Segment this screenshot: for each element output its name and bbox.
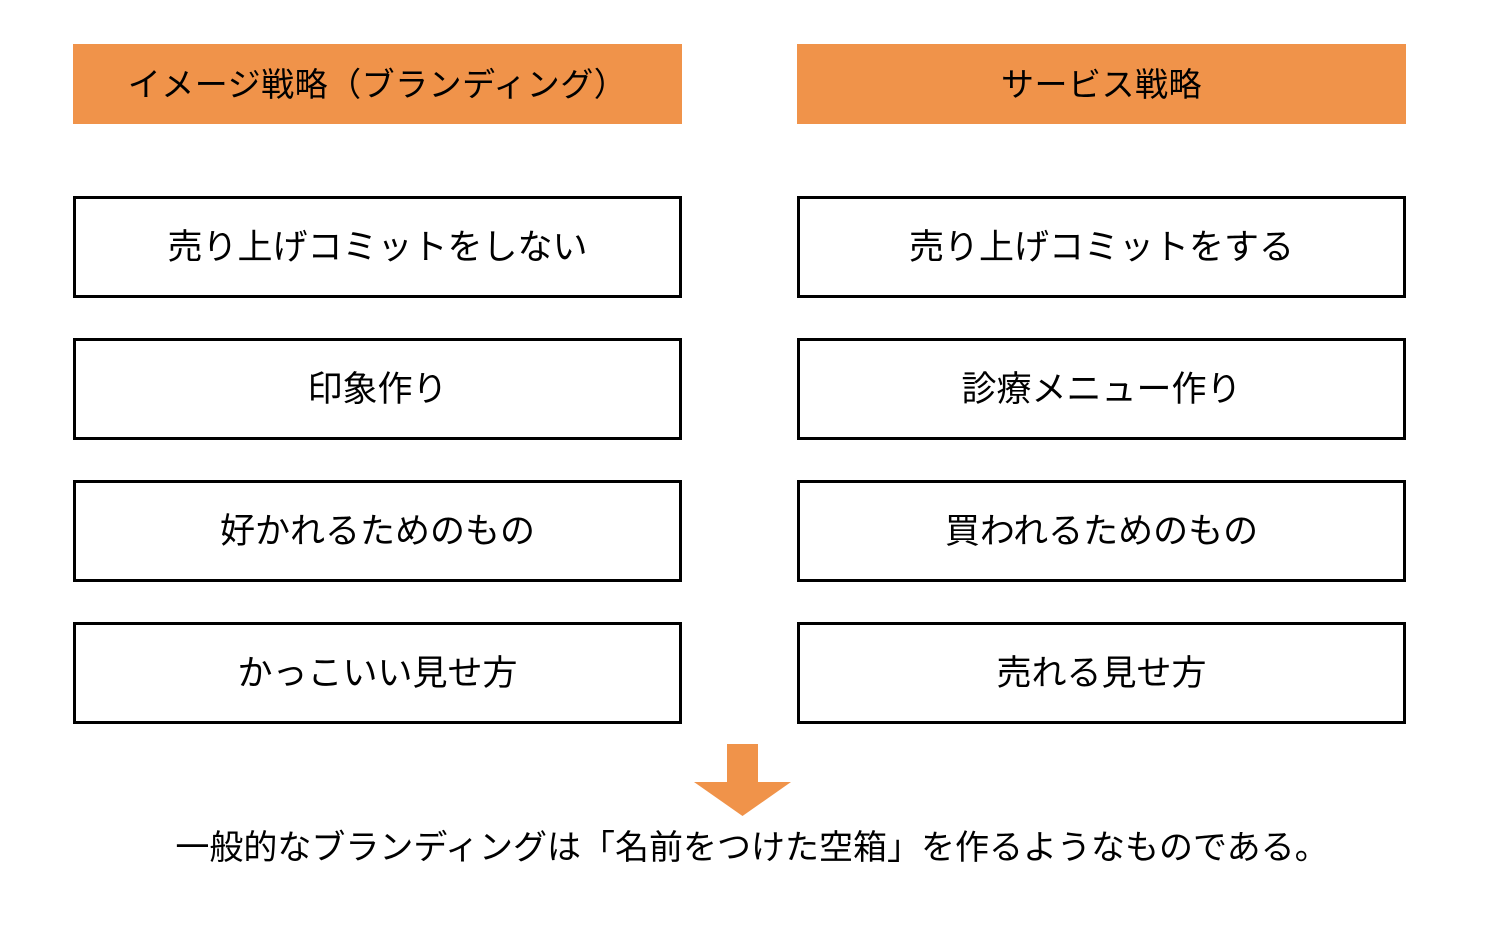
box-list-right: 売り上げコミットをする 診療メニュー作り 買われるためのもの 売れる見せ方 <box>797 196 1406 724</box>
list-item[interactable]: 診療メニュー作り <box>797 338 1406 440</box>
column-header-right: サービス戦略 <box>797 44 1406 124</box>
caption: 一般的なブランディングは「名前をつけた空箱」を作るようなものである。 <box>0 828 1504 869</box>
list-item[interactable]: 売れる見せ方 <box>797 622 1406 724</box>
column-image-strategy: イメージ戦略（ブランディング） 売り上げコミットをしない 印象作り 好かれるため… <box>73 44 682 724</box>
list-item-label: 売り上げコミットをする <box>908 227 1294 267</box>
list-item-label: 売り上げコミットをしない <box>167 227 588 267</box>
column-header-left: イメージ戦略（ブランディング） <box>73 44 682 124</box>
list-item-label: 印象作り <box>307 369 448 409</box>
list-item[interactable]: 買われるためのもの <box>797 480 1406 582</box>
list-item-label: 買われるためのもの <box>944 511 1259 551</box>
list-item[interactable]: 好かれるためのもの <box>73 480 682 582</box>
list-item[interactable]: かっこいい見せ方 <box>73 622 682 724</box>
list-item-label: 診療メニュー作り <box>961 369 1242 409</box>
list-item-label: 売れる見せ方 <box>996 653 1207 693</box>
arrow-down-icon <box>694 744 791 816</box>
caption-text: 一般的なブランディングは「名前をつけた空箱」を作るようなものである。 <box>175 829 1329 867</box>
list-item-label: かっこいい見せ方 <box>237 653 518 693</box>
list-item[interactable]: 売り上げコミットをしない <box>73 196 682 298</box>
box-list-left: 売り上げコミットをしない 印象作り 好かれるためのもの かっこいい見せ方 <box>73 196 682 724</box>
list-item[interactable]: 印象作り <box>73 338 682 440</box>
list-item[interactable]: 売り上げコミットをする <box>797 196 1406 298</box>
list-item-label: 好かれるためのもの <box>219 511 535 551</box>
column-header-left-label: イメージ戦略（ブランディング） <box>127 65 628 103</box>
column-service-strategy: サービス戦略 売り上げコミットをする 診療メニュー作り 買われるためのもの 売れ… <box>797 44 1406 724</box>
column-header-right-label: サービス戦略 <box>1001 65 1202 103</box>
